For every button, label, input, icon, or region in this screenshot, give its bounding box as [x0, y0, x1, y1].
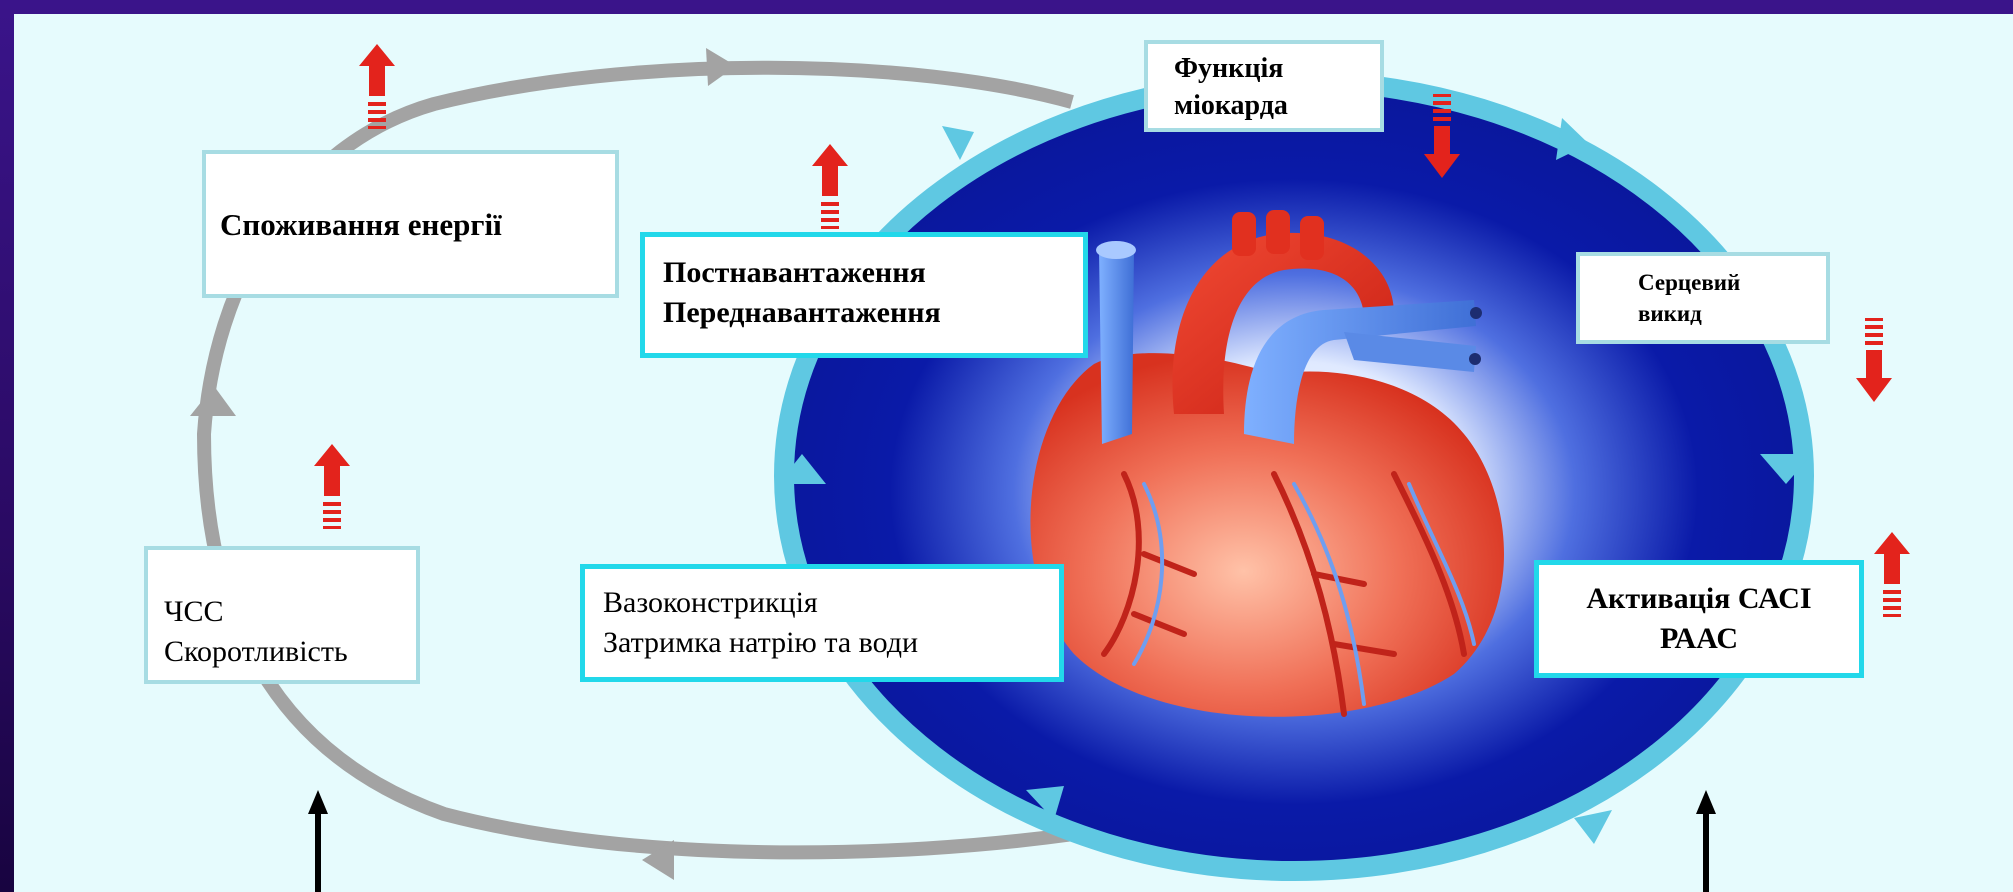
red-up-arrow-icon: [812, 144, 848, 229]
sodium-retention-text: Затримка натрію та води: [603, 623, 1059, 663]
vasoconstriction-text: Вазоконстрикція: [603, 583, 1059, 623]
afterload-text: Постнавантаження: [663, 253, 1083, 293]
aortic-branch-2: [1266, 210, 1290, 254]
gray-arrowhead-top: [706, 48, 736, 86]
red-down-arrow-icon: [1856, 318, 1892, 402]
aortic-branch-1: [1232, 212, 1256, 256]
red-up-arrow-icon: [314, 444, 350, 529]
cardiac-output-line1: Серцевий: [1638, 268, 1826, 299]
diagram-panel: Споживання енергії ЧСС Скоротливість Пос…: [14, 14, 2013, 892]
energy-consumption-text: Споживання енергії: [220, 204, 615, 245]
preload-text: Переднавантаження: [663, 293, 1083, 333]
myocardial-function-line2: міокарда: [1174, 87, 1380, 124]
vicious-cycle-diagram: [14, 14, 2013, 892]
sympathetic-activation-text: Активація САСІ: [1539, 579, 1859, 619]
aortic-branch-3: [1300, 216, 1324, 260]
contractility-text: Скоротливість: [164, 632, 416, 672]
heart-rate-box: ЧСС Скоротливість: [144, 546, 420, 684]
cardiac-output-box: Серцевий викид: [1576, 252, 1830, 344]
myocardial-function-box: Функція міокарда: [1144, 40, 1384, 132]
energy-consumption-box: Споживання енергії: [202, 150, 619, 298]
vasoconstriction-box: Вазоконстрикція Затримка натрію та води: [580, 564, 1064, 682]
raas-text: РААС: [1539, 619, 1859, 659]
heart-rate-text: ЧСС: [164, 592, 416, 632]
black-up-arrow-icon: [1696, 790, 1716, 892]
load-box: Постнавантаження Переднавантаження: [640, 232, 1088, 358]
red-up-arrow-icon: [1874, 532, 1910, 617]
vena-cava: [1099, 250, 1134, 444]
blue-arrowhead-3: [1574, 810, 1612, 844]
black-up-arrow-icon: [308, 790, 328, 892]
blue-arrowhead-6: [942, 126, 974, 160]
gray-arrowhead-left: [190, 386, 236, 416]
activation-box: Активація САСІ РААС: [1534, 560, 1864, 678]
myocardial-function-line1: Функція: [1174, 50, 1380, 87]
cardiac-output-line2: викид: [1638, 299, 1826, 330]
vena-cava-opening: [1096, 241, 1136, 259]
